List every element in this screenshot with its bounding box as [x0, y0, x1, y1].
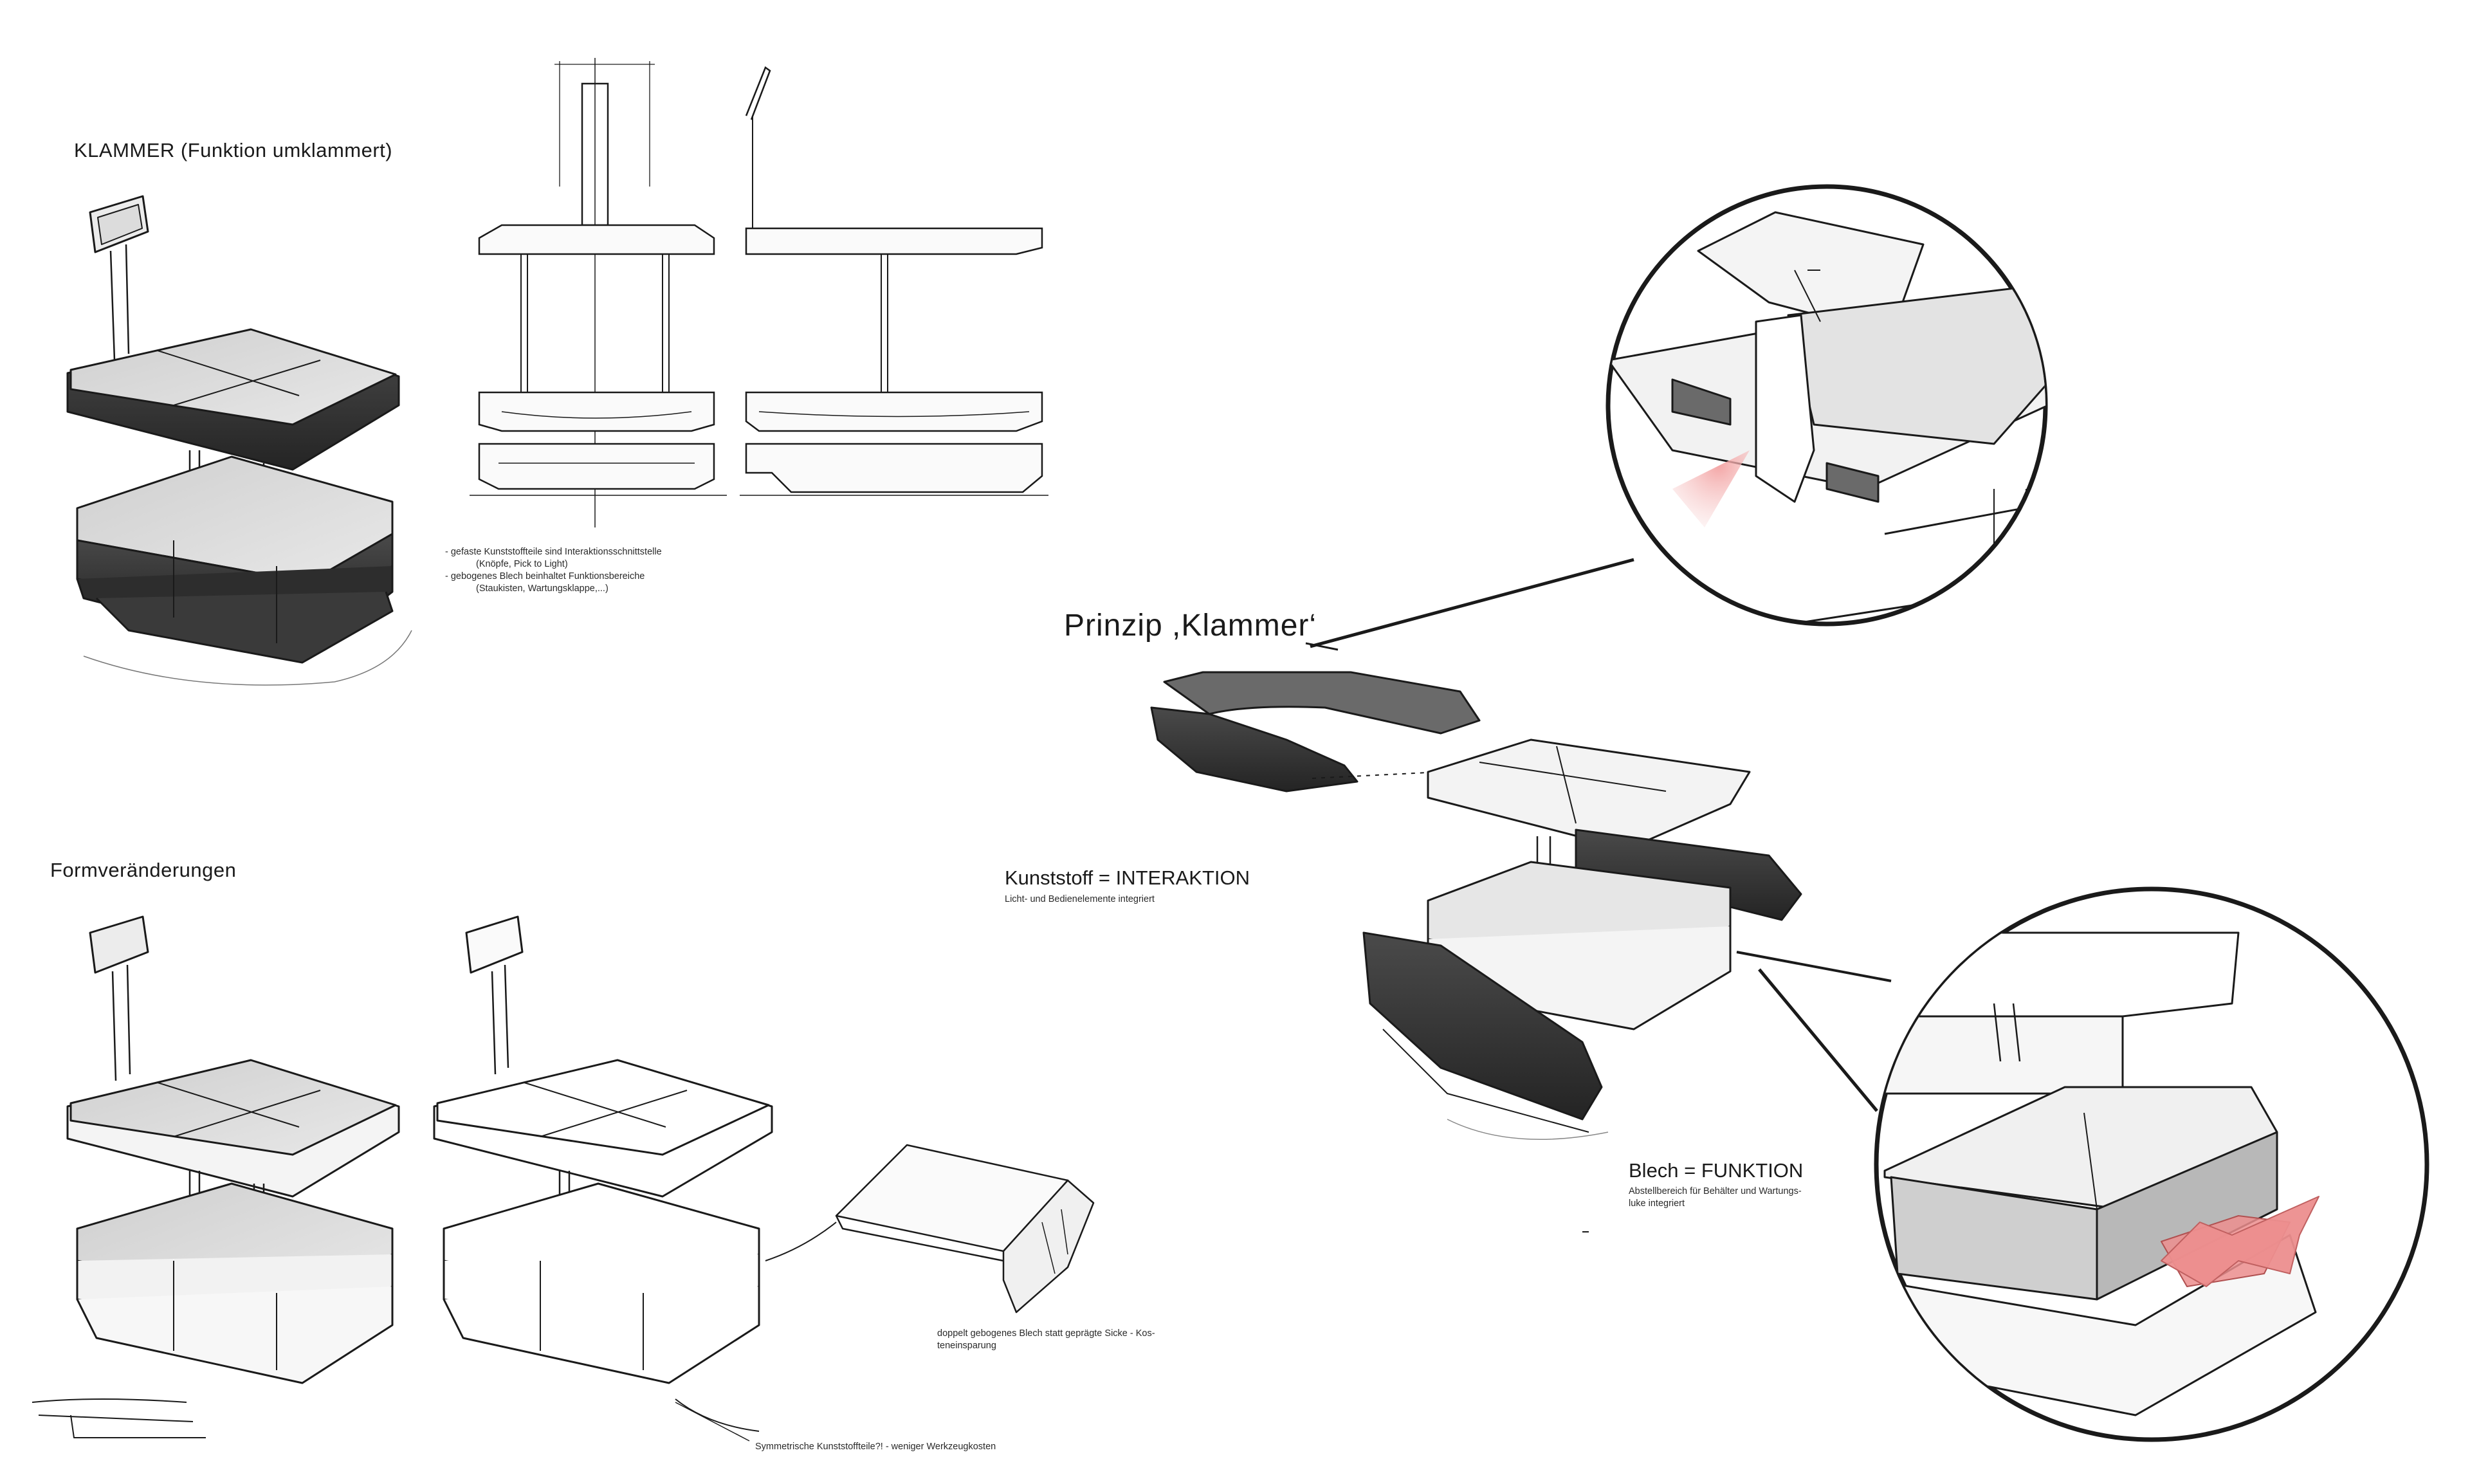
note-blech-sicke: doppelt gebogenes Blech statt geprägte S…: [937, 1328, 1155, 1352]
sketch-front-view: [470, 58, 727, 527]
note-klammer-line-1: - gefaste Kunststoffteile sind Interakti…: [445, 547, 662, 557]
heading-prinzip-klammer: Prinzip ,Klammer‘: [1064, 609, 1317, 643]
note-blech-sicke-line-2: teneinsparung: [937, 1341, 996, 1351]
sketch-form-outline: [433, 915, 837, 1432]
sketch-form-grey: [32, 915, 400, 1438]
heading-klammer: KLAMMER (Funktion umklammert): [74, 139, 393, 161]
note-blech-line-2: luke integriert: [1629, 1198, 1685, 1209]
sketch-prinzip-exploded: [1150, 642, 1892, 1140]
note-blech-line-1: Abstellbereich für Behälter und Wartungs…: [1629, 1186, 1802, 1196]
note-klammer: - gefaste Kunststoffteile sind Interakti…: [445, 546, 662, 596]
note-klammer-line-3: - gebogenes Blech beinhaltet Funktionsbe…: [445, 571, 645, 582]
sketch-bent-sheet: [835, 1144, 1095, 1314]
magnifier-bottom: [1758, 886, 2429, 1442]
heading-kunststoff: Kunststoff = INTERAKTION: [1005, 866, 1250, 889]
heading-formveraenderungen: Formveränderungen: [50, 859, 237, 881]
magnifier-top: [1310, 184, 2048, 648]
sketch-side-view: [740, 66, 1048, 496]
heading-blech: Blech = FUNKTION: [1629, 1159, 1804, 1182]
note-symmetrisch: Symmetrische Kunststoffteile?! - weniger…: [755, 1442, 996, 1452]
note-kunststoff: Licht- und Bedienelemente integriert: [1005, 894, 1155, 904]
red-arrow-icon: [2161, 1196, 2319, 1287]
sketch-klammer-device: [66, 195, 412, 686]
note-blech: Abstellbereich für Behälter und Wartungs…: [1629, 1186, 1802, 1210]
note-klammer-line-2: (Knöpfe, Pick to Light): [476, 559, 568, 570]
note-klammer-line-4: (Staukisten, Wartungsklappe,...): [476, 583, 608, 594]
note-blech-sicke-line-1: doppelt gebogenes Blech statt geprägte S…: [937, 1328, 1155, 1339]
